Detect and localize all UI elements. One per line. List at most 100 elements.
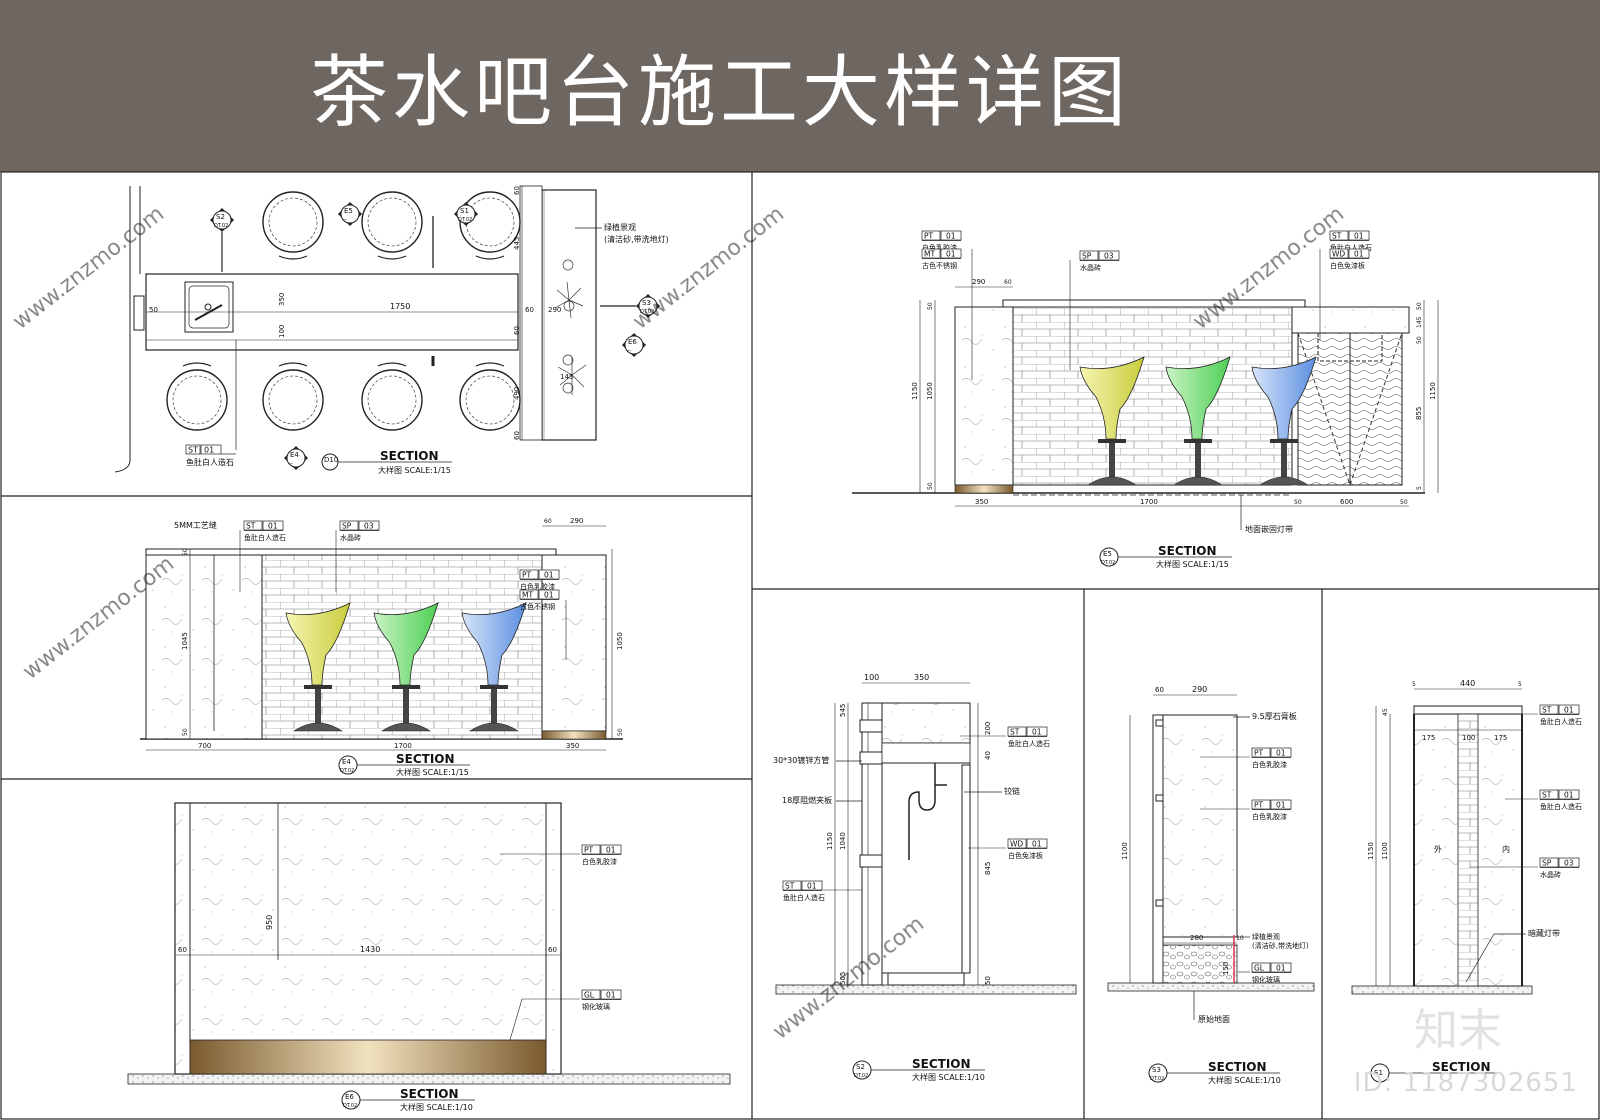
svg-text:DT.02: DT.02: [1150, 1076, 1164, 1082]
svg-text:DT.02: DT.02: [340, 768, 354, 774]
callout-note: 古色不锈钢: [922, 261, 957, 270]
dimension-text: 490: [513, 387, 521, 400]
plan-stool: [361, 191, 423, 260]
callout-note: 鱼肚白人造石: [244, 533, 286, 542]
svg-text:www.znzmo.com: www.znzmo.com: [628, 201, 789, 334]
dimension-text: 1040: [839, 832, 847, 850]
dimension-text: 60: [178, 946, 187, 954]
dimension-text: 700: [198, 742, 211, 750]
svg-text:D10: D10: [324, 456, 338, 464]
svg-text:SECTION: SECTION: [400, 1087, 459, 1101]
svg-text:大样图 SCALE:1/10: 大样图 SCALE:1/10: [400, 1102, 473, 1112]
callout-code: GL: [584, 991, 595, 1000]
callout-note: 古色不锈钢: [520, 602, 555, 611]
callout-note: 水晶砖: [340, 533, 361, 542]
callout-note: 白色乳胶漆: [1252, 812, 1287, 821]
svg-text:大样图 SCALE:1/10: 大样图 SCALE:1/10: [1208, 1075, 1281, 1085]
callout-code: MT: [522, 591, 533, 600]
marker-ref: DT.02: [640, 309, 654, 315]
view-marker-e6: E6 —: [622, 333, 646, 357]
callout-note: 鱼肚白人造石: [1540, 802, 1582, 811]
s3-section-title: S3 DT.02 SECTION 大样图 SCALE:1/10: [1148, 1060, 1281, 1085]
dimension-text: 5: [1518, 681, 1522, 688]
plan-stool: [166, 362, 228, 431]
callout-number: 01: [1354, 250, 1364, 259]
dimension-text: 50: [182, 728, 189, 736]
stool-yellow: [1079, 356, 1145, 486]
svg-text:SECTION: SECTION: [380, 449, 439, 463]
dimension-text: 50: [149, 306, 158, 314]
callout-number: 01: [1276, 801, 1286, 810]
marker-tag: E6: [628, 338, 637, 346]
s2-left-notes: 30*30镀锌方管 18厚阻燃夹板 铰链: [773, 755, 1020, 805]
svg-text:内: 内: [1502, 844, 1510, 854]
callout-number: 01: [1276, 964, 1286, 973]
dimension-text: 175: [1494, 734, 1507, 742]
dimension-text: 1150: [1429, 382, 1437, 400]
dimension-text: 145: [560, 373, 573, 381]
callout-number: 01: [1032, 840, 1042, 849]
dimension-line: [509, 998, 523, 1041]
dimension-text: 150: [1222, 962, 1230, 975]
svg-text:DT.02: DT.02: [343, 1103, 357, 1109]
callout-number: 01: [946, 232, 956, 241]
callout-number: 03: [364, 522, 374, 531]
plan-stools: [166, 191, 521, 431]
svg-text:大样图 SCALE:1/15: 大样图 SCALE:1/15: [1156, 559, 1229, 569]
plan-stool: [459, 362, 521, 431]
page-title: 茶水吧台施工大样详图: [309, 48, 1130, 138]
callout-note: 白色乳胶漆: [922, 243, 957, 252]
plan-stool: [262, 191, 324, 260]
callout-number: 01: [1564, 706, 1574, 715]
callout-code: PT: [522, 571, 532, 580]
callout-number: 01: [1276, 749, 1286, 758]
dimension-text: 60: [1004, 279, 1012, 286]
marker-ref: DT.02: [458, 217, 472, 223]
dimension-text: 50: [1416, 302, 1423, 310]
dimension-text: 50: [617, 728, 624, 736]
dimension-text: 5: [1416, 486, 1423, 490]
dimension-text: 290: [548, 306, 561, 314]
title-banner: [0, 0, 1600, 172]
dimension-text: 60: [513, 431, 521, 440]
svg-text:SECTION: SECTION: [396, 752, 455, 766]
callout-note: 水晶砖: [1540, 870, 1561, 879]
callout-number: 01: [268, 522, 278, 531]
watermark-id: ID: 1187302651: [1353, 1068, 1578, 1098]
callout-number: 03: [1104, 252, 1114, 261]
svg-text:SECTION: SECTION: [1158, 544, 1217, 558]
dimension-text: 60: [513, 186, 521, 195]
dimension-text: 1430: [360, 945, 380, 954]
dimension-text: 350: [278, 293, 286, 306]
dimension-text: 50: [1294, 499, 1302, 506]
dimension-text: 1150: [826, 832, 834, 850]
dimension-text: 1700: [1140, 498, 1158, 506]
s1-section-title: S1 SECTION: [1370, 1060, 1500, 1083]
marker-tag: E5: [344, 207, 353, 215]
svg-text:18厚阻燃夹板: 18厚阻燃夹板: [782, 795, 832, 805]
stool-yellow: [285, 602, 351, 732]
svg-text:SECTION: SECTION: [912, 1057, 971, 1071]
plan-plant-note: 绿植景观 (清洁砂,带洗地灯): [575, 222, 669, 244]
callout-number: 01: [1354, 232, 1364, 241]
panel-frames: [0, 171, 1600, 1120]
dimension-text: 175: [1422, 734, 1435, 742]
callout-code: ST: [1542, 706, 1552, 715]
marker-ref: —: [626, 348, 631, 354]
callout-code: PT: [924, 232, 934, 241]
svg-text:原始地面: 原始地面: [1198, 1014, 1230, 1024]
callout-code: MT: [924, 250, 935, 259]
